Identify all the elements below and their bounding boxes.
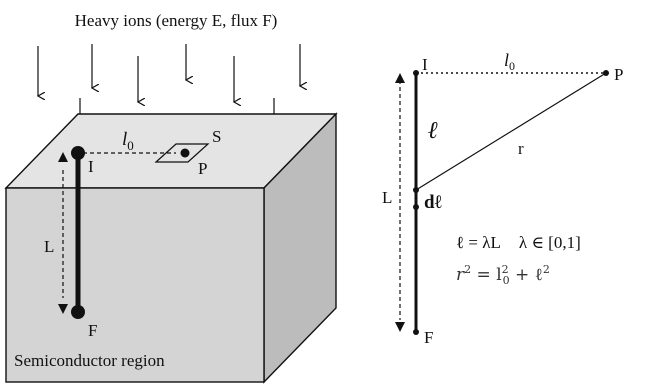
semiconductor-cube xyxy=(4,112,338,384)
cube-front-face xyxy=(5,187,265,383)
right-l0-label: l0 xyxy=(504,50,515,73)
geometry-schematic xyxy=(395,70,609,335)
right-length-arrow-down xyxy=(395,322,405,332)
length-label: L xyxy=(44,237,54,256)
right-label-i: I xyxy=(422,55,428,74)
length-arrow-down xyxy=(58,304,68,314)
point-f xyxy=(413,329,419,335)
right-length-label: L xyxy=(382,188,392,207)
point-dl-bottom xyxy=(413,204,419,210)
track-label-i: I xyxy=(88,157,94,176)
surface-label-s: S xyxy=(212,127,221,146)
l0-label: l0 xyxy=(122,129,134,153)
r-label: r xyxy=(518,139,524,158)
surface-element-s xyxy=(154,143,210,163)
ell-label: ℓ xyxy=(428,118,438,144)
incoming-ion-arrows xyxy=(38,44,300,142)
length-arrow-up xyxy=(58,152,68,162)
right-length-arrow-up xyxy=(395,73,405,83)
point-i xyxy=(413,70,419,76)
track-end-point xyxy=(71,305,85,319)
right-label-f: F xyxy=(424,328,433,347)
point-label-p: P xyxy=(198,159,207,178)
diagram-title: Heavy ions (energy E, flux F) xyxy=(75,11,278,30)
point-p-dot xyxy=(180,148,190,158)
region-label: Semiconductor region xyxy=(14,351,165,370)
track-start-point xyxy=(71,146,85,160)
dl-label: dℓ xyxy=(424,192,442,213)
r-line xyxy=(415,72,607,191)
track-label-f: F xyxy=(88,321,97,340)
right-label-p: P xyxy=(614,65,623,84)
